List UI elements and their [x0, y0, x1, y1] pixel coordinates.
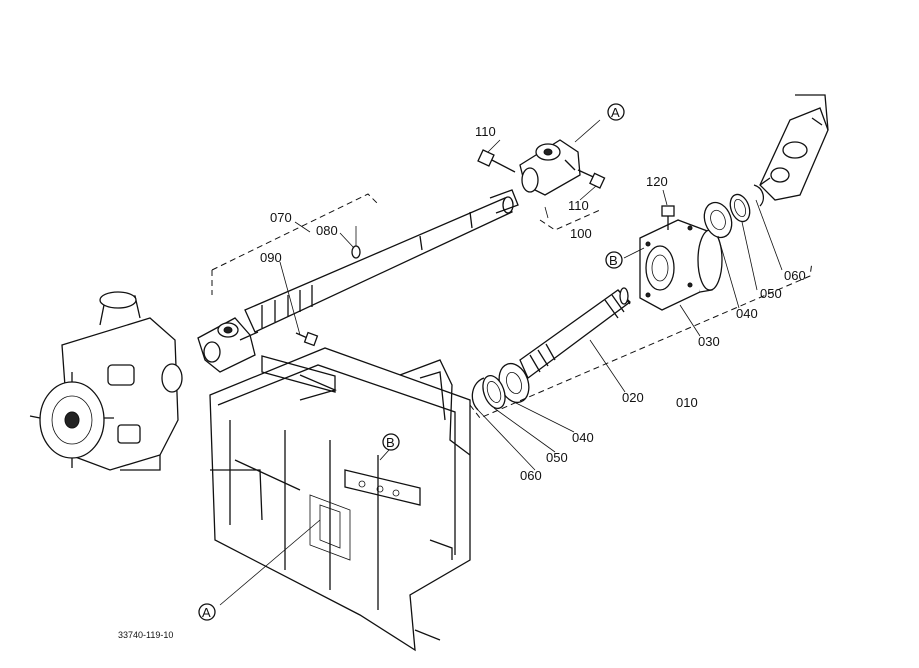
group-outline-070 [211, 193, 379, 295]
pin-080 [351, 226, 361, 259]
universal-joint-upper [519, 139, 581, 196]
callout-020: 020 [622, 390, 644, 405]
universal-joint-lower [197, 317, 259, 373]
callout-060-upper: 060 [784, 268, 806, 283]
ring-050-lower [482, 375, 506, 409]
callout-110-left: 110 [475, 124, 496, 139]
frame-panel [209, 347, 471, 652]
snap-ring-060-lower [471, 377, 485, 411]
callout-080: 080 [316, 223, 338, 238]
bolt-110-left [477, 149, 516, 173]
bolt-090 [295, 331, 319, 347]
leader-lines [219, 119, 783, 606]
snap-ring-060-upper [753, 184, 765, 207]
callout-090: 090 [260, 250, 282, 265]
svg-text:B: B [609, 253, 618, 268]
bolt-120 [661, 205, 675, 230]
ref-b-lower: B [382, 433, 400, 451]
figure-code: 33740-119-10 [118, 630, 173, 640]
callout-040-upper: 040 [736, 306, 758, 321]
steering-shaft-020 [519, 287, 631, 380]
housing-030 [639, 219, 723, 311]
bolt-110-right [577, 169, 606, 189]
svg-text:B: B [386, 435, 395, 450]
callout-050-lower: 050 [546, 450, 568, 465]
callout-060-lower: 060 [520, 468, 542, 483]
ref-b-left: B [605, 251, 623, 269]
group-outline-100 [539, 209, 601, 231]
ref-a-bottom: A [198, 603, 216, 621]
callout-010: 010 [676, 395, 698, 410]
splined-shaft-070 [244, 189, 519, 333]
ring-050-upper [729, 193, 751, 223]
bearing-040-lower [498, 362, 530, 404]
group-outline-010 [469, 261, 813, 419]
ref-a-top: A [607, 103, 625, 121]
svg-text:A: A [611, 105, 620, 120]
hydraulic-pump [29, 291, 183, 471]
callout-030: 030 [698, 334, 720, 349]
callout-070: 070 [270, 210, 292, 225]
bearing-040-upper [703, 201, 733, 239]
callout-120: 120 [646, 174, 668, 189]
callout-050-upper: 050 [760, 286, 782, 301]
steering-column [759, 94, 829, 201]
svg-text:A: A [202, 605, 211, 620]
callout-110-right: 110 [568, 198, 589, 213]
callout-100: 100 [570, 226, 592, 241]
callout-040-lower: 040 [572, 430, 594, 445]
